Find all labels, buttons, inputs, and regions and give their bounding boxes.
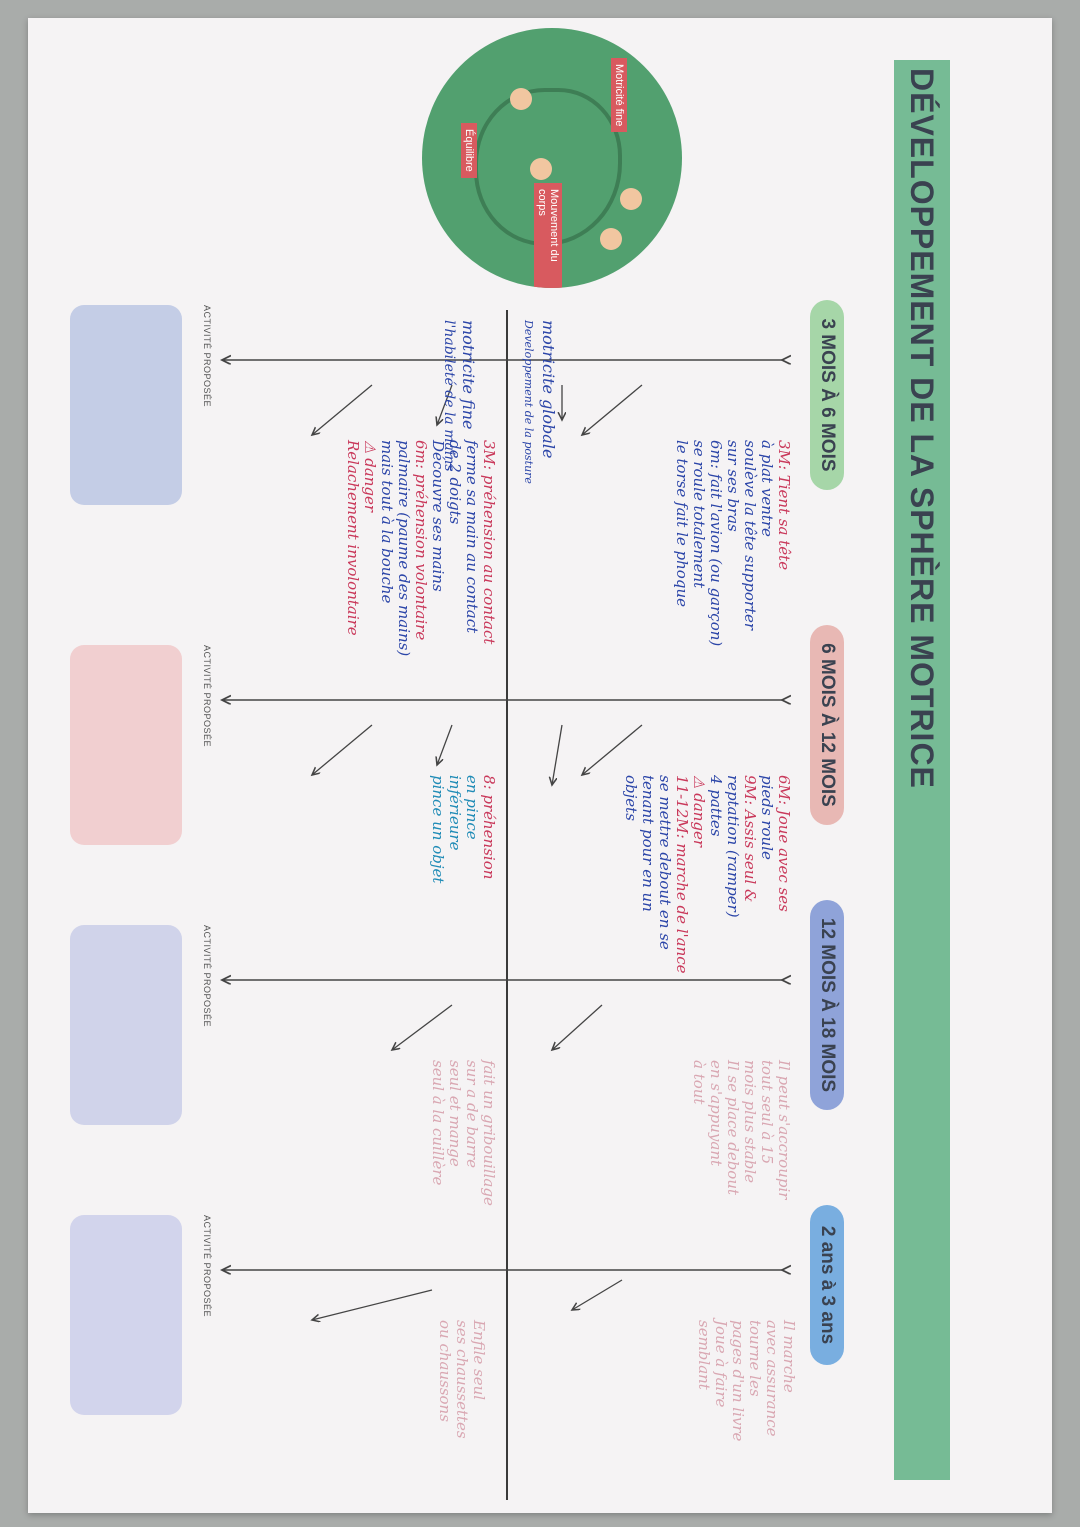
note-line: 6M: Joue avec ses [775,775,793,912]
note-fine-12-18: fait un gribouillage sur a de barre seul… [429,1060,498,1250]
note-line: reptation (ramper) [724,775,742,918]
note-line: fait un gribouillage [480,1060,498,1206]
activity-box-6-12[interactable] [70,645,182,845]
note-line: pince un objet [429,775,447,884]
fine-motor-title: motricite fine [459,320,478,430]
note-line: en s'appuyant [707,1060,725,1167]
note-line: Joue à faire [712,1320,730,1408]
note-line: seul à la cuillère [429,1060,447,1186]
note-line: Découvre ses mains [429,440,447,592]
note-line: 6m: préhension volontaire [412,440,430,641]
note-gross-3-6: 3M: Tient sa tête à plat ventre soulève … [673,440,793,680]
age-pill-2-3: 2 ans à 3 ans [810,1205,844,1365]
note-line: pages d'un livre [729,1320,747,1442]
age-pill-12-18: 12 MOIS À 18 MOIS [810,900,844,1110]
note-line: ou chaussons [436,1320,454,1422]
note-fine-2-3: Enfile seul ses chaussettes ou chaussons [436,1320,488,1490]
note-line: tourne les [746,1320,764,1397]
note-line: le torse fait le phoque [673,440,691,607]
note-line: pieds roule [758,775,776,860]
note-line: mais tout à la bouche [378,440,396,604]
gross-motor-title: motricite globale [539,320,558,459]
gross-motor-subtitle: Developpement de la posture [522,320,535,484]
note-fine-6-12: 8: préhension en pince inférieure pince … [429,775,498,975]
note-gross-6-12: 6M: Joue avec ses pieds roule 9M: Assis … [622,775,793,975]
note-line: en pince [463,775,481,840]
note-line: tenant pour en un [639,775,657,912]
note-line: à tout [690,1060,708,1105]
note-line: 3M: Tient sa tête [775,440,793,571]
activity-label: ACTIVITÉ PROPOSÉE [202,925,212,1028]
note-line: ses chaussettes [453,1320,471,1439]
activity-label: ACTIVITÉ PROPOSÉE [202,645,212,748]
note-line: à plat ventre [758,440,776,537]
diagram-lines [28,310,1052,1500]
note-line: 8: préhension [480,775,498,880]
age-pill-3-6: 3 MOIS À 6 MOIS [810,300,844,490]
note-line: ⚠ danger [361,440,379,513]
note-line: 9M: Assis seul & [741,775,759,903]
note-line: se mettre debout en se [656,775,674,950]
note-line: semblant [695,1320,713,1390]
note-line: objets [622,775,640,821]
note-line: ⚠ danger [690,775,708,848]
note-line: de 2 doigts [446,440,464,525]
note-line: soulève la tête supporter [741,440,759,631]
activity-label: ACTIVITÉ PROPOSÉE [202,305,212,408]
activity-box-3-6[interactable] [70,305,182,505]
note-gross-2-3: Il marche avec assurance tourne les page… [695,1320,798,1490]
activity-label: ACTIVITÉ PROPOSÉE [202,1215,212,1318]
note-line: Enfile seul [470,1320,488,1401]
note-line: Il se place debout [724,1060,742,1196]
note-line: sur a de barre [463,1060,481,1169]
note-line: 11-12M: marche de l'ance [673,775,691,974]
note-line: se roule totalement [690,440,708,589]
note-gross-12-18: Il peut s'accroupir tout seul à 15 mois … [690,1060,793,1250]
note-line: 3M: préhension au contact [480,440,498,645]
activity-box-12-18[interactable] [70,925,182,1125]
note-line: palmaire (paume des mains) [395,440,413,657]
note-line: inférieure [446,775,464,851]
note-line: seul et mange [446,1060,464,1167]
note-line: Relachement involontaire [344,440,362,636]
note-line: ferme sa main au contact [463,440,481,634]
note-fine-3-6: 3M: préhension au contact ferme sa main … [344,440,498,690]
age-pill-6-12: 6 MOIS À 12 MOIS [810,625,844,825]
note-line: 6m: fait l'avion (ou garçon) [707,440,725,647]
note-line: mois plus stable [741,1060,759,1183]
note-line: Il peut s'accroupir [775,1060,793,1200]
note-line: sur ses bras [724,440,742,532]
note-line: 4 pattes [707,775,725,837]
note-line: avec assurance [763,1320,781,1437]
activity-box-2-3[interactable] [70,1215,182,1415]
note-line: Il marche [780,1320,798,1393]
poster: DÉVELOPPEMENT DE LA SPHÈRE MOTRICE Motri… [28,20,1052,1515]
note-line: tout seul à 15 [758,1060,776,1165]
